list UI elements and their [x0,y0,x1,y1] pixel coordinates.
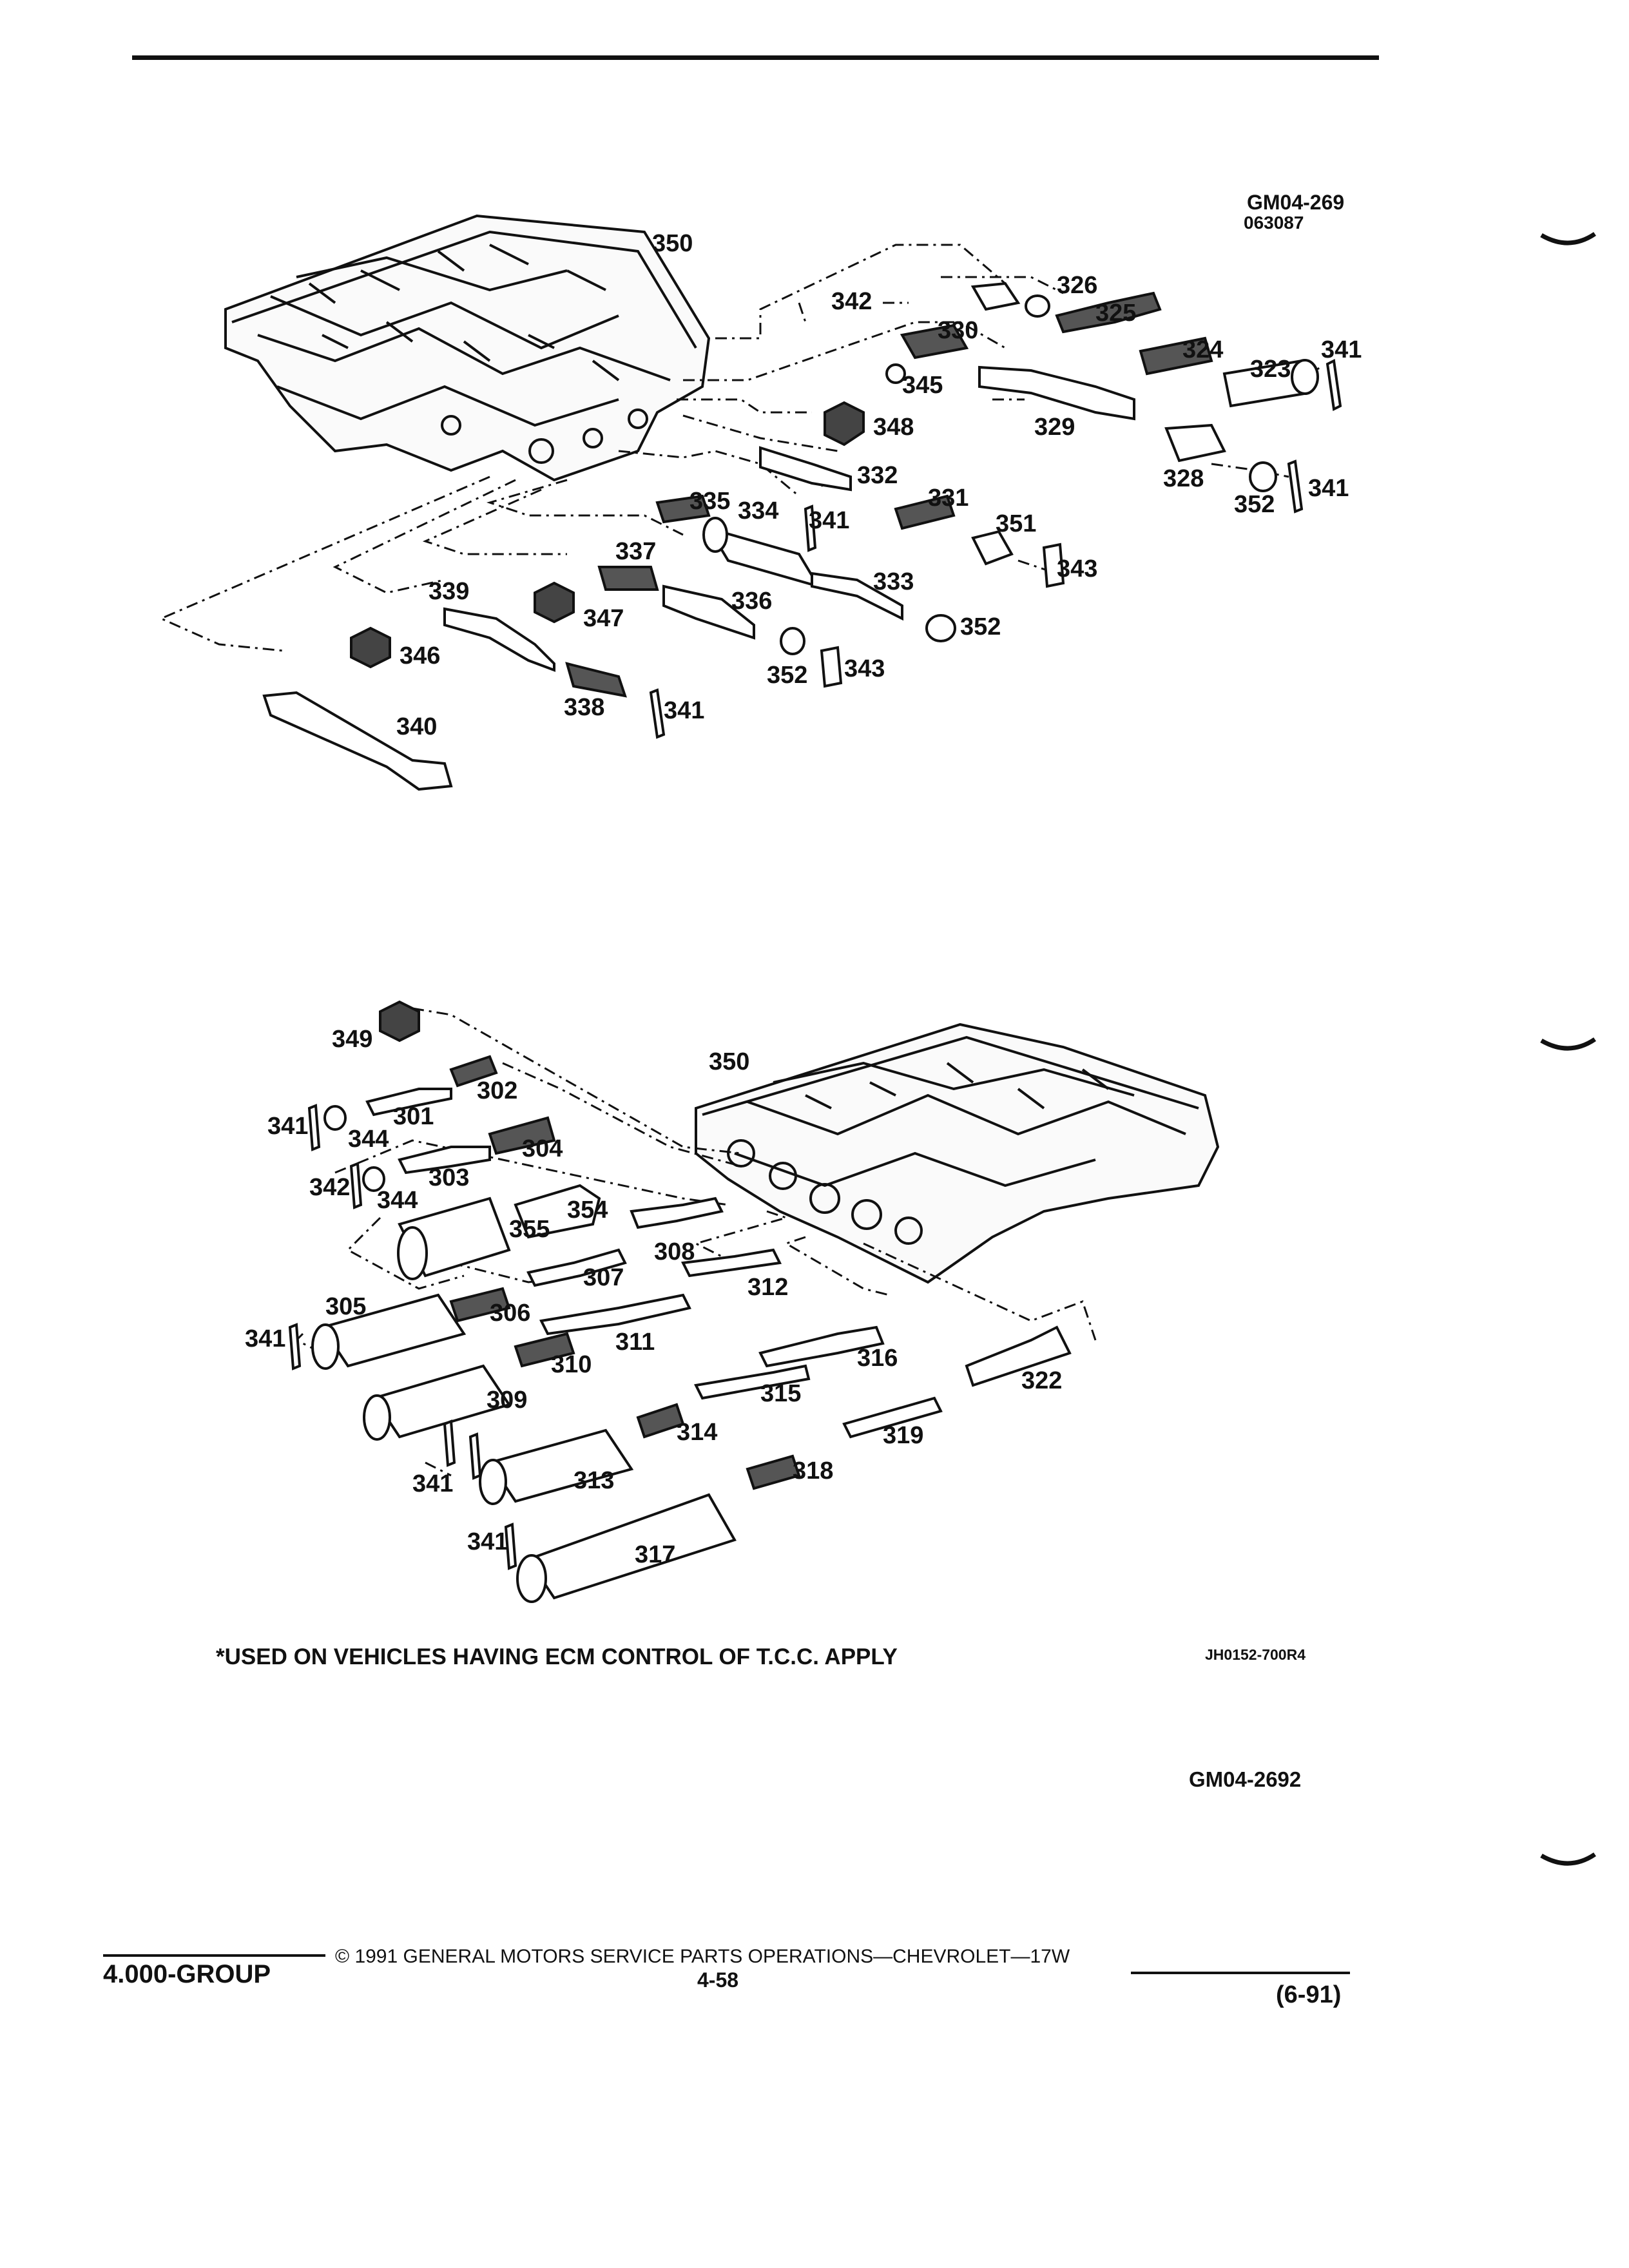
callout-341-a: 341 [1321,336,1362,363]
callout-324: 324 [1182,336,1223,363]
callout-343-a: 343 [1057,555,1097,582]
drawing-code: JH0152-700R4 [1205,1646,1306,1663]
callout-348: 348 [873,414,914,441]
callout-340: 340 [396,713,437,740]
valve-body-bottom [695,1023,1220,1284]
callout-354: 354 [567,1196,608,1224]
callout-345: 345 [902,372,943,399]
callout-301: 301 [393,1103,434,1130]
callout-328: 328 [1163,465,1204,492]
callout-333: 333 [873,568,914,595]
revision-date: (6-91) [1276,1981,1342,2008]
callout-339: 339 [429,578,469,605]
callout-314: 314 [677,1419,717,1446]
top-figure-id: GM04-269 063087 [1244,191,1344,233]
callout-342: 342 [831,288,872,315]
figure-code: 063087 [1244,213,1304,233]
callout-341-c: 341 [809,507,849,534]
callout-326: 326 [1057,272,1097,299]
top-rule [132,55,1379,60]
callout-302: 302 [477,1077,517,1104]
callout-337: 337 [615,538,656,565]
callout-312: 312 [747,1274,788,1301]
callout-308: 308 [654,1238,695,1265]
callout-315: 315 [760,1380,801,1407]
callout-332: 332 [857,462,898,489]
callout-335: 335 [689,488,730,515]
valve-body-top [224,214,711,482]
callout-341-e: 341 [267,1113,308,1140]
callout-329: 329 [1034,414,1075,441]
callout-309: 309 [487,1387,527,1414]
top-components [262,282,1342,791]
callout-325: 325 [1095,300,1136,327]
callout-307: 307 [583,1264,624,1291]
callout-350-bottom: 350 [709,1048,749,1075]
top-exploded-diagram: 350 326 342 325 330 324 323 341 345 348 … [159,191,1362,791]
callout-306: 306 [490,1300,530,1327]
footer-rule-left [103,1954,325,1957]
callout-344-b: 344 [377,1187,418,1214]
callout-322: 322 [1021,1367,1062,1394]
callout-304: 304 [522,1135,563,1162]
callout-316: 316 [857,1345,898,1372]
footer-rule-right [1131,1972,1350,1974]
callout-334: 334 [738,497,778,524]
callout-313: 313 [574,1467,614,1494]
callout-352-b: 352 [960,613,1001,640]
callout-341-d: 341 [664,697,704,724]
callout-352-c: 352 [767,662,807,689]
binder-mark-3 [1540,1852,1596,1866]
callout-352-a: 352 [1234,491,1275,518]
bottom-figure-id: GM04-2692 [1189,1767,1302,1791]
callout-319: 319 [883,1422,923,1449]
callout-305: 305 [325,1293,366,1320]
callout-311: 311 [615,1329,655,1356]
callout-342-b: 342 [309,1174,350,1201]
callout-330: 330 [938,317,978,344]
callout-346: 346 [400,642,440,669]
callout-341-f: 341 [245,1325,285,1352]
callout-317: 317 [635,1541,675,1568]
callout-310: 310 [551,1351,592,1378]
callout-347: 347 [583,605,624,632]
binder-mark-1 [1540,232,1596,245]
top-callouts: 350 326 342 325 330 324 323 341 345 348 … [396,230,1362,740]
callout-351: 351 [996,510,1036,537]
callout-355: 355 [509,1216,550,1243]
binder-mark-2 [1540,1037,1596,1051]
callout-331: 331 [928,485,969,512]
callout-318: 318 [793,1457,833,1485]
callout-303: 303 [429,1164,469,1191]
page-number: 4-58 [697,1968,739,1992]
callout-341-b: 341 [1308,475,1349,502]
callout-323: 323 [1250,356,1291,383]
callout-343-b: 343 [844,655,885,682]
bottom-components [288,1000,1072,1603]
callout-341-h: 341 [467,1528,508,1555]
callout-338: 338 [564,694,604,721]
group-label: 4.000-GROUP [103,1960,271,1988]
callout-336: 336 [731,588,772,615]
callout-349: 349 [332,1026,372,1053]
footnote: *USED ON VEHICLES HAVING ECM CONTROL OF … [216,1644,898,1669]
callout-341-g: 341 [412,1470,453,1497]
figure-id: GM04-269 [1247,191,1344,214]
copyright-text: © 1991 GENERAL MOTORS SERVICE PARTS OPER… [335,1946,1070,1967]
callout-350-top: 350 [652,230,693,257]
bottom-callouts: 349 302 350 341 301 344 304 342 303 344 … [245,1026,1062,1568]
callout-344-a: 344 [348,1126,389,1153]
bottom-leader-lines [294,1007,1097,1477]
